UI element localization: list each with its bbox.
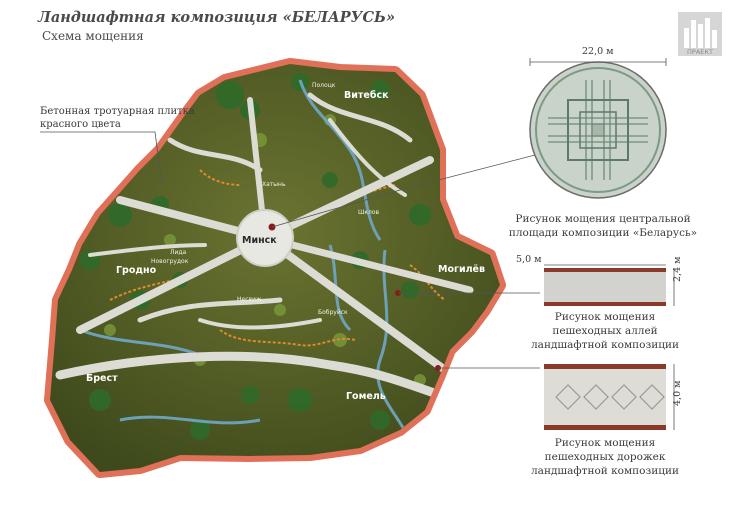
city-label-gomel: Гомель bbox=[346, 391, 386, 402]
small-label-bobruisk: Бобруйск bbox=[318, 309, 348, 316]
city-label-minsk: Минск bbox=[242, 235, 277, 246]
small-label-polotsk: Полоцк bbox=[312, 82, 336, 89]
caption-paths-line2: пешеходных дорожек bbox=[544, 451, 666, 463]
dimension-label-4m: 4,0 м bbox=[672, 380, 683, 406]
page-title: Ландшафтная композиция «БЕЛАРУСЬ» bbox=[38, 9, 396, 26]
caption-paths-line3: ландшафтной композиции bbox=[531, 465, 679, 477]
dimension-label-2-4m: 2,4 м bbox=[672, 256, 683, 282]
city-label-grodno: Гродно bbox=[116, 265, 157, 276]
path-pattern bbox=[544, 364, 666, 430]
small-label-lida: Лида bbox=[170, 249, 187, 256]
logo-icon bbox=[678, 12, 722, 56]
logo: ПРАЕКТ bbox=[676, 10, 724, 58]
city-label-brest: Брест bbox=[86, 373, 118, 384]
logo-text: ПРАЕКТ bbox=[687, 48, 713, 56]
small-label-nesvizh: Несвиж bbox=[237, 296, 262, 303]
leader-lines bbox=[40, 131, 540, 369]
city-label-vitebsk: Витебск bbox=[344, 90, 389, 101]
dimension-label-5m: 5,0 м bbox=[516, 254, 542, 265]
small-label-shklov: Шклов bbox=[358, 209, 380, 216]
central-plaza bbox=[236, 209, 294, 267]
caption-paths-line1: Рисунок мощения bbox=[554, 437, 656, 449]
caption-central: Рисунок мощения центральной площади комп… bbox=[508, 212, 698, 240]
page-subtitle: Схема мощения bbox=[42, 29, 144, 43]
small-label-novogrudok: Новогрудок bbox=[151, 258, 189, 265]
caption-alleys: Рисунок мощения пешеходных аллей ландшаф… bbox=[530, 310, 680, 352]
caption-central-line1: Рисунок мощения центральной bbox=[515, 213, 691, 225]
small-label-khatyn: Хатынь bbox=[262, 181, 286, 188]
caption-alleys-line1: Рисунок мощения bbox=[554, 311, 656, 323]
dimension-label-22m: 22,0 м bbox=[582, 46, 614, 57]
caption-alleys-line2: пешеходных аллей bbox=[552, 325, 658, 337]
legend-label-line2: красного цвета bbox=[40, 119, 121, 130]
caption-paths: Рисунок мощения пешеходных дорожек ландш… bbox=[530, 436, 680, 478]
walkways bbox=[55, 92, 474, 400]
legend-label-line1: Бетонная тротуарная плитка bbox=[40, 106, 195, 117]
city-label-mogilev: Могилёв bbox=[438, 264, 485, 275]
caption-alleys-line3: ландшафтной композиции bbox=[531, 339, 679, 351]
alley-pattern bbox=[544, 268, 666, 306]
central-plaza-pattern bbox=[529, 61, 667, 199]
caption-central-line2: площади композиции «Беларусь» bbox=[508, 227, 698, 239]
